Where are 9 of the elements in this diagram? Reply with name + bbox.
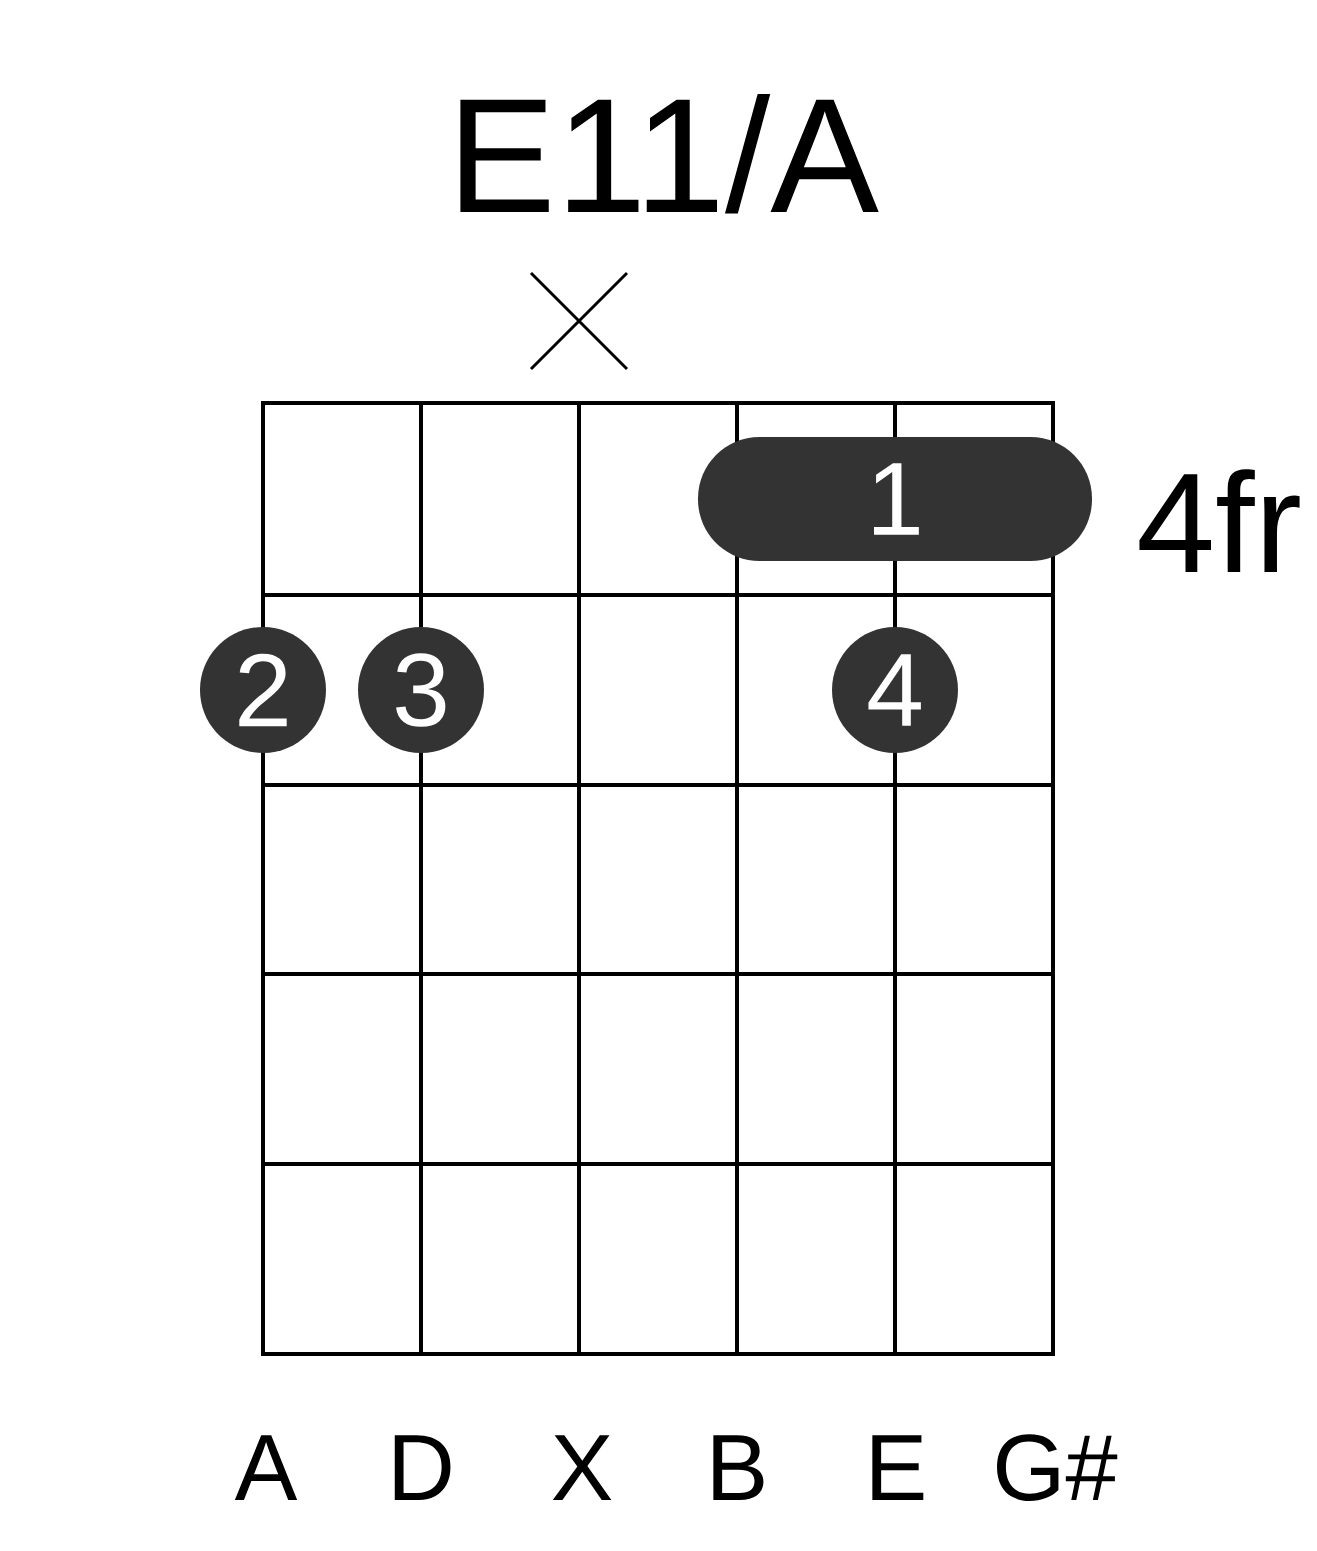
string-label: G# xyxy=(997,1434,1118,1501)
string-label: E xyxy=(872,1435,924,1500)
string-label: X xyxy=(552,1435,612,1500)
barre-bar: 1 xyxy=(698,437,1092,561)
chord-title: E11/A xyxy=(460,93,879,214)
fret-label: 4fr xyxy=(1139,469,1300,572)
string-label: D xyxy=(394,1435,451,1500)
string-label: B xyxy=(713,1435,764,1500)
string-label: A xyxy=(234,1435,298,1500)
